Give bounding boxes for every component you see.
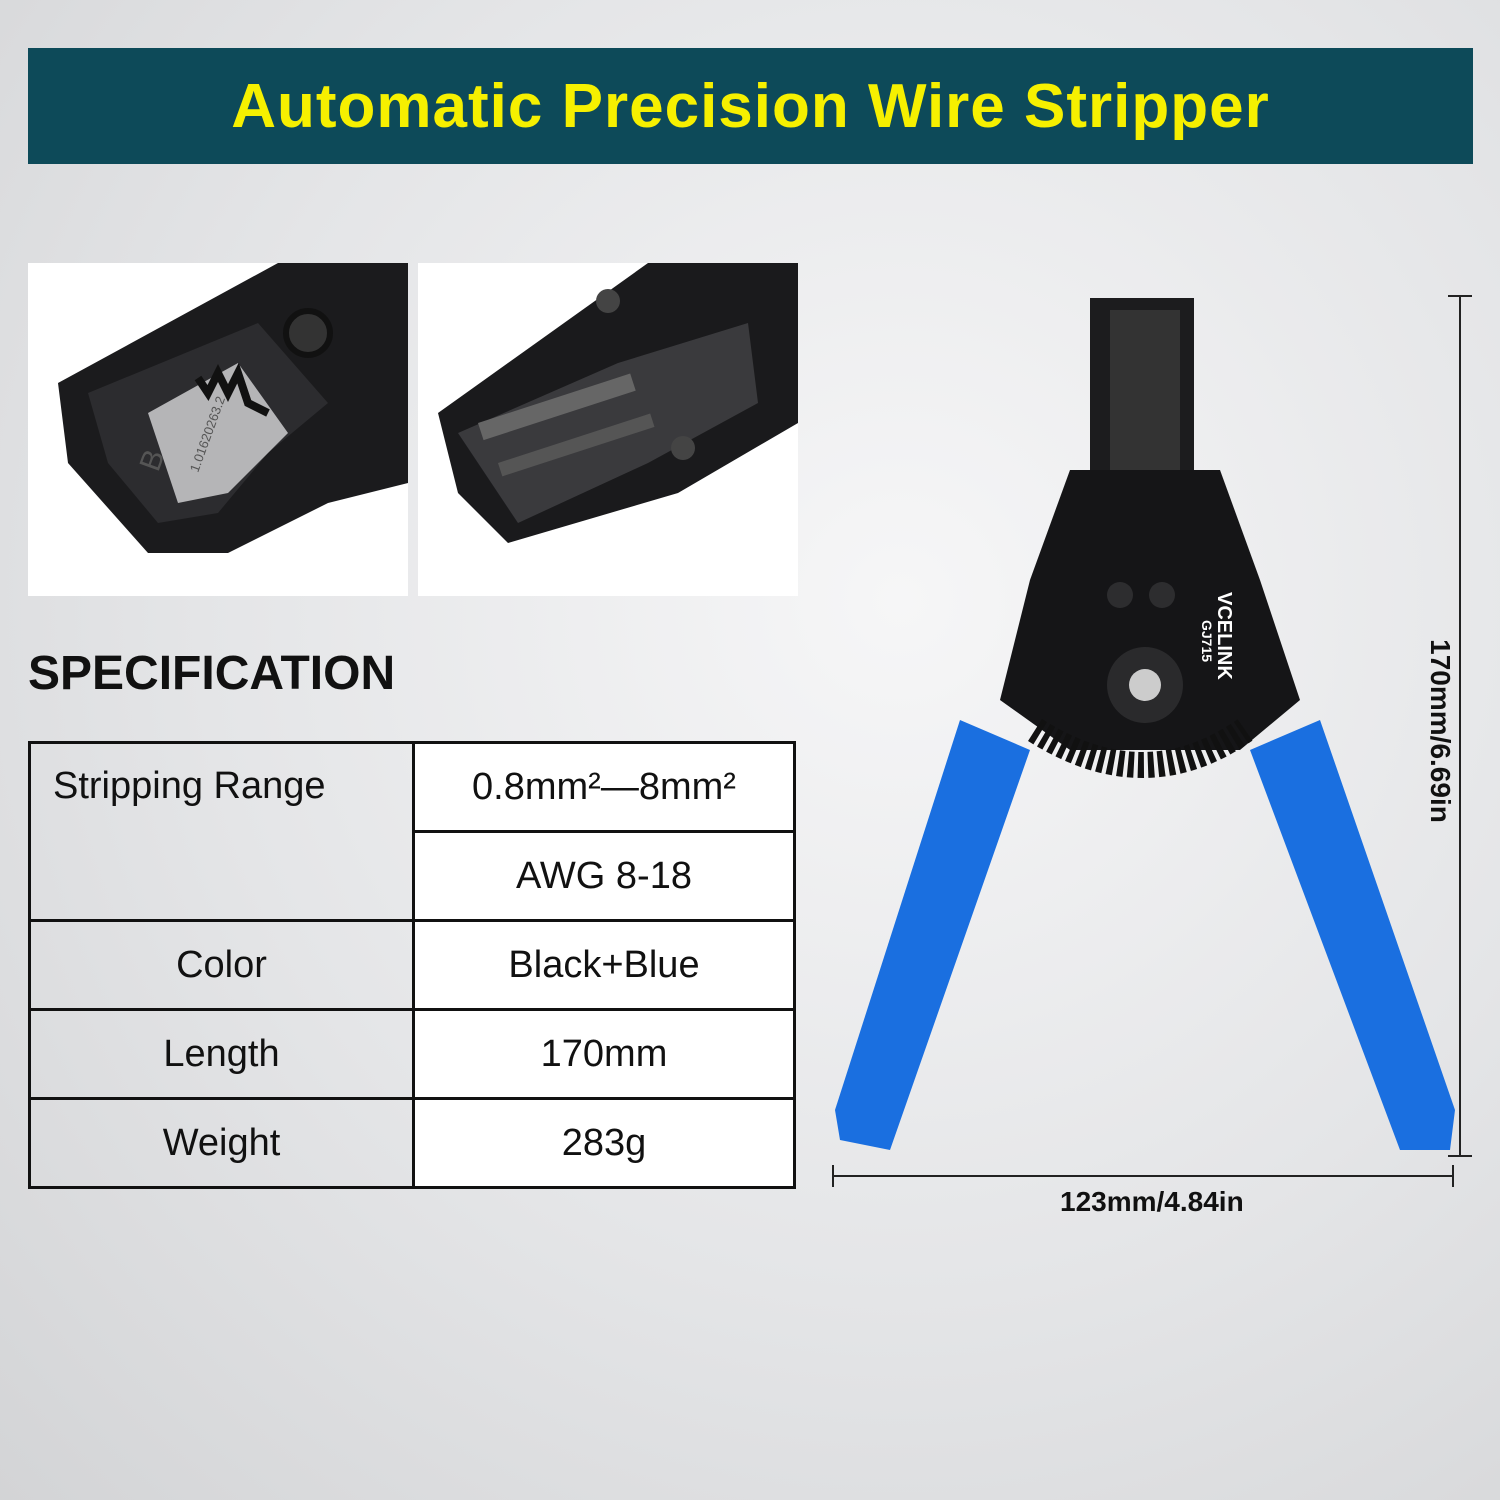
spec-value: 0.8mm²—8mm² bbox=[412, 741, 796, 833]
spec-label: Length bbox=[28, 1008, 415, 1100]
title-banner: Automatic Precision Wire Stripper bbox=[28, 48, 1473, 164]
model-label: GJ715 bbox=[1199, 620, 1215, 662]
spec-value: AWG 8-18 bbox=[412, 830, 796, 922]
banner-title: Automatic Precision Wire Stripper bbox=[231, 71, 1270, 141]
spec-label: Stripping Range bbox=[28, 741, 415, 922]
right-handle bbox=[1250, 720, 1455, 1150]
closeup-photo-blades bbox=[418, 263, 798, 596]
spec-label: Weight bbox=[28, 1097, 415, 1189]
left-handle bbox=[835, 720, 1030, 1150]
spec-value: 170mm bbox=[412, 1008, 796, 1100]
table-row: AWG 8-18 bbox=[30, 830, 796, 922]
spec-label: Color bbox=[28, 919, 415, 1011]
wire-stripper-image: VCELINK GJ715 bbox=[832, 295, 1472, 1187]
spec-value: 283g bbox=[412, 1097, 796, 1189]
width-dimension: 123mm/4.84in bbox=[1060, 1186, 1244, 1217]
spec-value: Black+Blue bbox=[412, 919, 796, 1011]
specification-heading: SPECIFICATION bbox=[28, 647, 396, 700]
closeup-photo-die: B 1.01620263.2 bbox=[28, 263, 408, 596]
brand-logo: VCELINK bbox=[1213, 592, 1235, 680]
height-dimension: 170mm/6.69in bbox=[1425, 639, 1456, 823]
